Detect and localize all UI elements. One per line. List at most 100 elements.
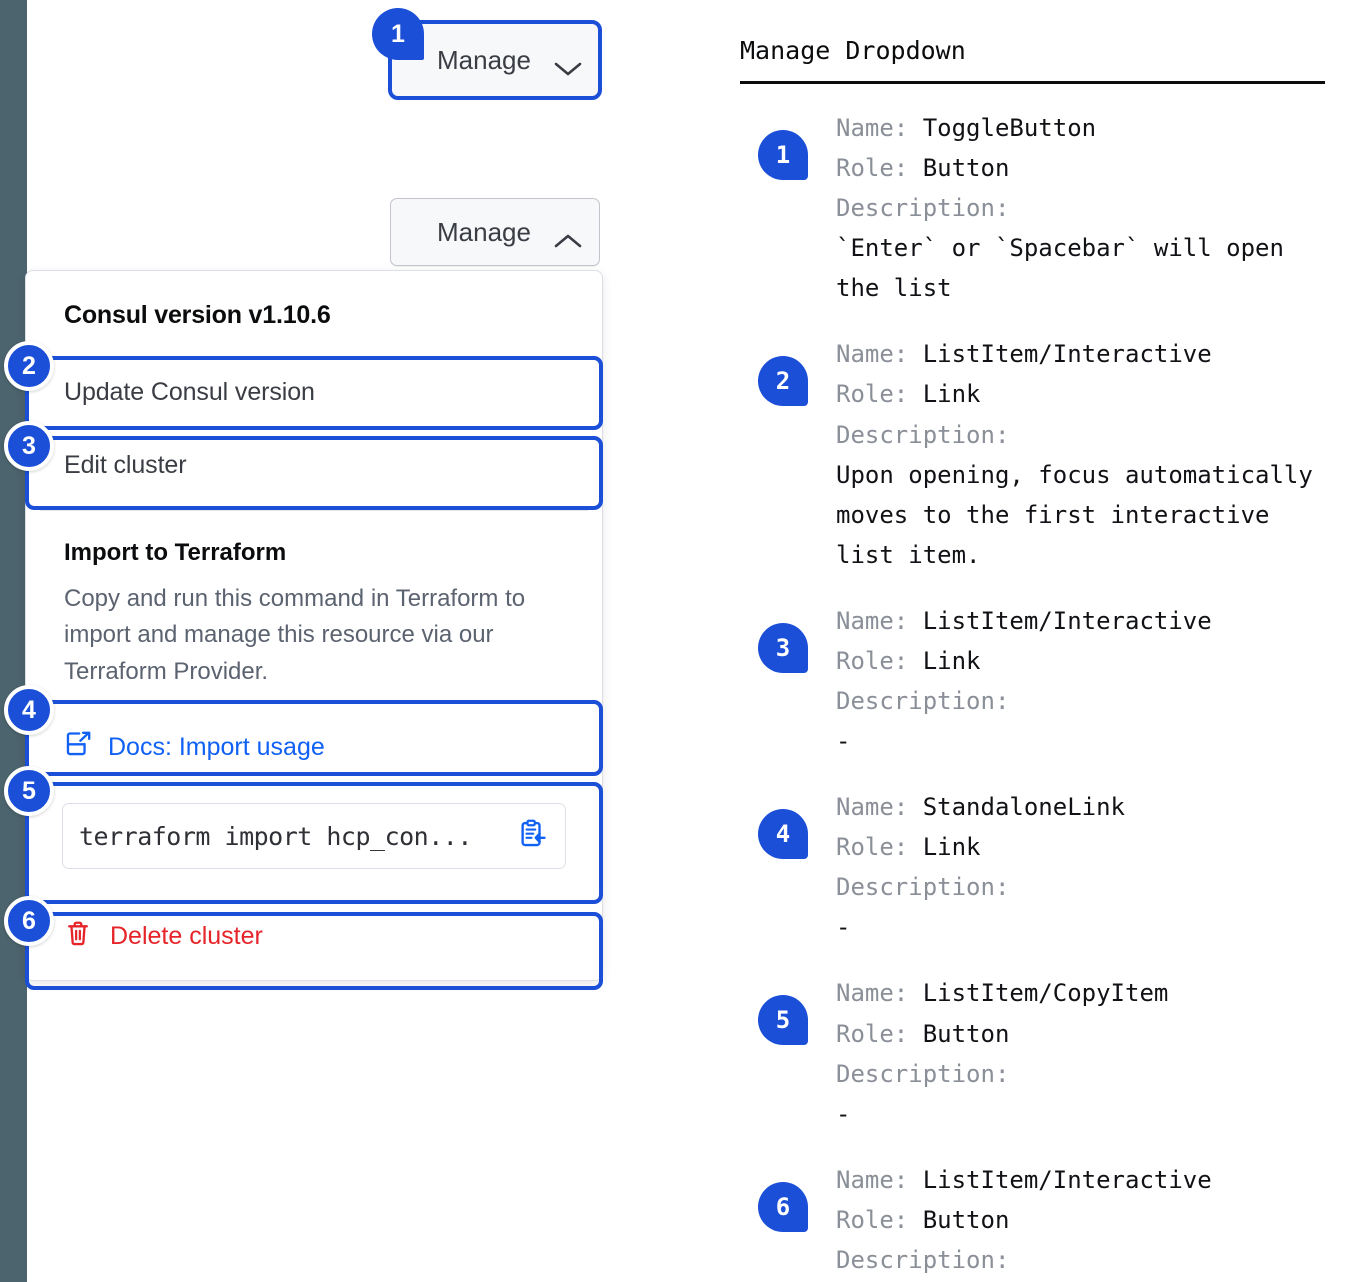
annotation-role-label: Role: [836, 646, 923, 675]
annotation-name-label: Name: [836, 793, 923, 822]
annotation-badge-cell: 3 [740, 601, 836, 673]
annotation-name: Name: StandaloneLink [836, 787, 1325, 827]
annotation-role-value: Link [922, 833, 981, 862]
annotation-name-value: ListItem/Interactive [922, 340, 1212, 369]
menu-item-edit-cluster[interactable]: Edit cluster [64, 451, 187, 479]
annotation-description-value: - [836, 727, 851, 756]
annotation-marker-badge-1: 1 [758, 130, 808, 180]
manage-dropdown-toggle-closed[interactable]: Manage [390, 22, 600, 98]
marker-badge-5: 5 [4, 766, 54, 816]
marker-badge-5-number: 5 [22, 776, 36, 805]
annotation-role: Role: Button [836, 1200, 1325, 1240]
annotation-name-value: StandaloneLink [922, 793, 1125, 822]
annotation-role-value: Link [922, 646, 981, 675]
app-side-rail [0, 0, 27, 1282]
annotation-description-label: Description: [836, 194, 1010, 223]
marker-badge-1: 1 [372, 8, 424, 60]
annotation-role: Role: Button [836, 148, 1325, 188]
annotation-name-label: Name: [836, 606, 923, 635]
manage-dropdown-toggle-open[interactable]: Manage [390, 198, 600, 266]
manage-toggle-label: Manage [437, 44, 531, 75]
docs-import-usage-label: Docs: Import usage [108, 733, 325, 762]
annotation-description-label: Description: [836, 1245, 1010, 1274]
annotation-description-value: `Enter` or `Spacebar` will open the list [836, 234, 1284, 303]
annotation-description-value: Upon opening, focus automatically moves … [836, 460, 1313, 569]
terraform-command-field[interactable]: terraform import hcp_con... [62, 803, 566, 870]
annotation-role: Role: Link [836, 641, 1325, 681]
annotation-role-label: Role: [836, 1205, 923, 1234]
annotation-badge-cell: 1 [740, 108, 836, 180]
annotation-description-label: Description: [836, 687, 1010, 716]
terraform-command-wrapper: terraform import hcp_con... [26, 785, 602, 897]
annotation-role-label: Role: [836, 833, 923, 862]
annotation-description-label: Description: [836, 873, 1010, 902]
annotation-role-label: Role: [836, 1019, 923, 1048]
annotation-badge-cell: 4 [740, 787, 836, 860]
marker-badge-6-number: 6 [22, 906, 36, 935]
annotation-role-value: Link [922, 380, 981, 409]
trash-icon [64, 919, 92, 954]
terraform-command-text: terraform import hcp_con... [79, 821, 472, 851]
annotation-description-value: - [836, 1099, 851, 1128]
annotation-role-label: Role: [836, 380, 923, 409]
marker-badge-2: 2 [4, 341, 54, 391]
menu-item-docs-import-usage[interactable]: Docs: Import usage [26, 710, 602, 785]
annotation-role-value: Button [922, 1205, 1010, 1234]
annotation-description-label: Description: [836, 1059, 1010, 1088]
delete-cluster-label: Delete cluster [110, 922, 263, 951]
annotation-role: Role: Link [836, 374, 1325, 414]
annotation-name: Name: ListItem/Interactive [836, 601, 1325, 641]
annotation-badge-cell: 6 [740, 1160, 836, 1232]
dropdown-section-title: Consul version v1.10.6 [64, 301, 331, 329]
annotation-description-label: Description: [836, 420, 1010, 449]
marker-badge-6: 6 [4, 896, 54, 946]
annotation-name-label: Name: [836, 340, 923, 369]
annotation-badge-cell: 2 [740, 334, 836, 407]
clipboard-copy-icon[interactable] [517, 819, 547, 854]
annotation-description-value: - [836, 913, 851, 942]
annotation-badge-cell: 5 [740, 973, 836, 1046]
annotation-role-label: Role: [836, 154, 923, 183]
terraform-section-description: Copy and run this command in Terraform t… [64, 585, 526, 685]
annotation-role: Role: Button [836, 1014, 1325, 1054]
annotation-panel-rule [740, 81, 1325, 84]
marker-badge-3-number: 3 [22, 431, 36, 460]
marker-badge-1-number: 1 [391, 19, 405, 48]
terraform-section-title: Import to Terraform [64, 539, 287, 566]
annotation-role-value: Button [922, 154, 1010, 183]
annotation-marker-badge-6: 6 [758, 1181, 808, 1232]
manage-toggle-label-open: Manage [437, 216, 531, 247]
annotation-name-label: Name: [836, 1165, 923, 1194]
annotation-name: Name: ListItem/Interactive [836, 334, 1325, 374]
marker-badge-4: 4 [4, 685, 54, 735]
annotation-role: Role: Link [836, 827, 1325, 867]
annotation-name: Name: ListItem/Interactive [836, 1160, 1325, 1200]
annotation-name: Name: ToggleButton [836, 108, 1325, 148]
annotation-name-label: Name: [836, 114, 923, 142]
menu-item-delete-cluster[interactable]: Delete cluster [26, 897, 602, 980]
marker-badge-3: 3 [4, 421, 54, 471]
marker-badge-4-number: 4 [22, 695, 36, 724]
annotation-marker-badge-2: 2 [758, 356, 808, 407]
annotation-panel-title: Manage Dropdown [740, 36, 966, 65]
annotation-name-value: ToggleButton [922, 114, 1097, 142]
marker-badge-2-number: 2 [22, 351, 36, 380]
annotation-name-value: ListItem/Interactive [922, 1165, 1212, 1194]
menu-item-update-consul-version[interactable]: Update Consul version [64, 378, 315, 406]
annotation-name-value: ListItem/CopyItem [922, 979, 1169, 1008]
external-link-document-icon [64, 730, 92, 765]
annotation-name-label: Name: [836, 979, 923, 1008]
annotation-marker-badge-4: 4 [758, 809, 808, 860]
